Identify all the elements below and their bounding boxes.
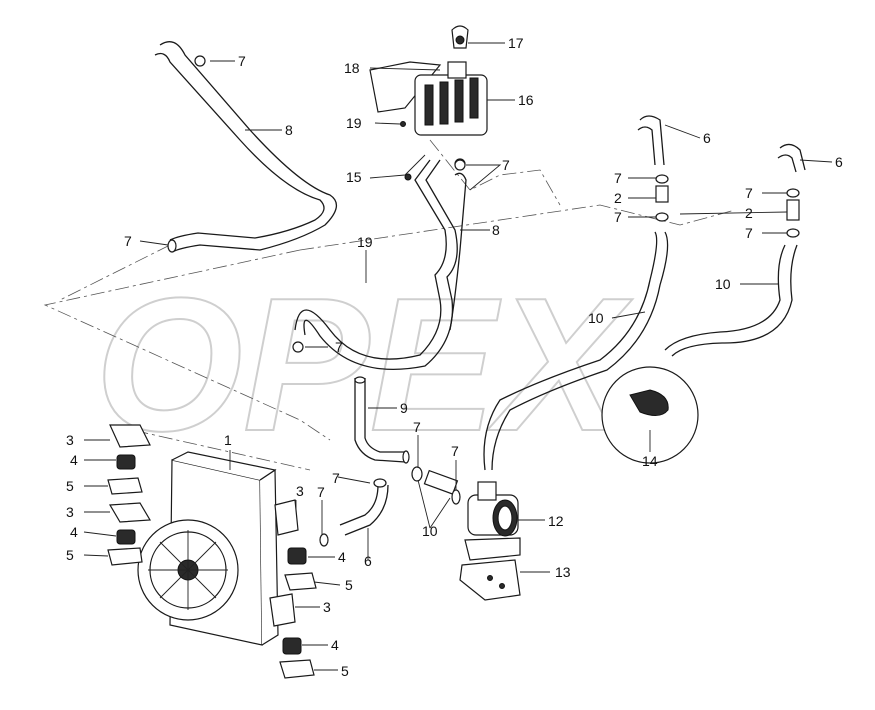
radiator-assembly xyxy=(137,451,279,646)
callout-10: 10 xyxy=(715,276,731,292)
callout-5: 5 xyxy=(345,577,353,593)
callout-7: 7 xyxy=(335,339,343,355)
callout-6: 6 xyxy=(835,154,843,170)
callout-7: 7 xyxy=(317,484,325,500)
callout-7: 7 xyxy=(502,157,510,173)
mount-brackets xyxy=(107,424,317,679)
callout-14: 14 xyxy=(642,453,658,469)
callout-3: 3 xyxy=(323,599,331,615)
hoses-6-right xyxy=(637,115,806,238)
callout-5: 5 xyxy=(66,478,74,494)
callout-5: 5 xyxy=(66,547,74,563)
callout-7: 7 xyxy=(451,443,459,459)
callout-19: 19 xyxy=(346,115,362,131)
leader-lines xyxy=(83,42,833,671)
callout-19: 19 xyxy=(357,234,373,250)
expansion-tank xyxy=(369,25,488,181)
callout-5: 5 xyxy=(341,663,349,679)
callout-9: 9 xyxy=(400,400,408,416)
callout-6: 6 xyxy=(703,130,711,146)
callout-3: 3 xyxy=(66,504,74,520)
callout-12: 12 xyxy=(548,513,564,529)
callout-10: 10 xyxy=(422,523,438,539)
callout-7: 7 xyxy=(745,225,753,241)
callout-16: 16 xyxy=(518,92,534,108)
callout-4: 4 xyxy=(70,524,78,540)
callout-labels: 17 18 16 19 7 8 15 7 6 6 7 2 7 7 2 7 7 8… xyxy=(66,35,843,679)
assembly-centerlines xyxy=(43,139,736,471)
callout-7: 7 xyxy=(614,170,622,186)
callout-15: 15 xyxy=(346,169,362,185)
callout-4: 4 xyxy=(331,637,339,653)
callout-3: 3 xyxy=(66,432,74,448)
callout-6: 6 xyxy=(364,553,372,569)
callout-2: 2 xyxy=(614,190,622,206)
callout-13: 13 xyxy=(555,564,571,580)
callout-7: 7 xyxy=(413,419,421,435)
callout-1: 1 xyxy=(224,432,232,448)
callout-8: 8 xyxy=(285,122,293,138)
callout-18: 18 xyxy=(344,60,360,76)
hoses-10 xyxy=(483,231,798,471)
callout-10: 10 xyxy=(588,310,604,326)
callout-7: 7 xyxy=(332,470,340,486)
callout-7: 7 xyxy=(614,209,622,225)
callout-17: 17 xyxy=(508,35,524,51)
callout-7: 7 xyxy=(124,233,132,249)
callout-2: 2 xyxy=(745,205,753,221)
callout-4: 4 xyxy=(70,452,78,468)
hose-8-left xyxy=(154,41,337,253)
water-pump xyxy=(459,481,521,601)
clamp-detail xyxy=(601,366,699,464)
callout-8: 8 xyxy=(492,222,500,238)
callout-7: 7 xyxy=(238,53,246,69)
hose-9 xyxy=(319,376,461,547)
callout-3: 3 xyxy=(296,483,304,499)
callout-4: 4 xyxy=(338,549,346,565)
callout-7: 7 xyxy=(745,185,753,201)
